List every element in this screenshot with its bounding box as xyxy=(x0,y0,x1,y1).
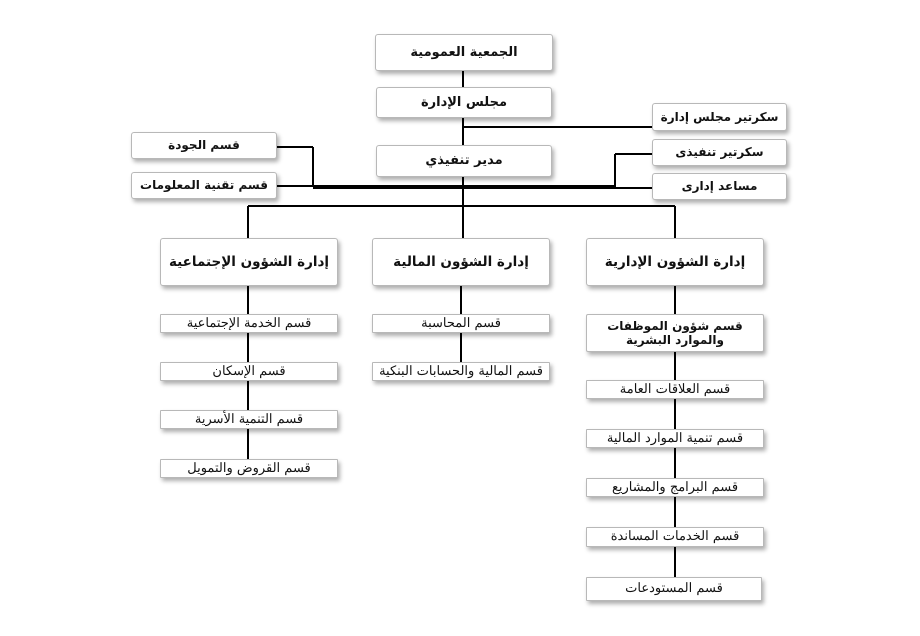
section-family-development: قسم التنمية الأسرية xyxy=(160,410,338,429)
admin-assistant-box: مساعد إدارى xyxy=(652,173,787,200)
social-affairs-dept-box: إدارة الشؤون الإجتماعية xyxy=(160,238,338,286)
administrative-affairs-dept-box: إدارة الشؤون الإدارية xyxy=(586,238,764,286)
board-box: مجلس الإدارة xyxy=(376,87,552,118)
section-social-service: قسم الخدمة الإجتماعية xyxy=(160,314,338,333)
it-unit-box: قسم تقنية المعلومات xyxy=(131,172,277,199)
quality-unit-box: قسم الجودة xyxy=(131,132,277,159)
section-accounting: قسم المحاسبة xyxy=(372,314,550,333)
board-secretary-box: سكرتير مجلس إدارة xyxy=(652,103,787,131)
section-programs-projects: قسم البرامج والمشاريع xyxy=(586,478,764,497)
section-warehouses: قسم المستودعات xyxy=(586,577,762,601)
section-hr: قسم شؤون الموظفات والموارد البشرية xyxy=(586,314,764,352)
financial-affairs-dept-box: إدارة الشؤون المالية xyxy=(372,238,550,286)
executive-director-box: مدير تنفيذي xyxy=(376,145,552,177)
section-financial-resources: قسم تنمية الموارد المالية xyxy=(586,429,764,448)
section-loans-financing: قسم القروض والتمويل xyxy=(160,459,338,478)
general-assembly-box: الجمعية العمومية xyxy=(375,34,553,71)
section-public-relations: قسم العلاقات العامة xyxy=(586,380,764,399)
section-support-services: قسم الخدمات المساندة xyxy=(586,527,764,547)
section-finance-bank-accounts: قسم المالية والحسابات البنكية xyxy=(372,362,550,381)
executive-secretary-box: سكرتير تنفيذى xyxy=(652,139,787,166)
section-housing: قسم الإسكان xyxy=(160,362,338,381)
